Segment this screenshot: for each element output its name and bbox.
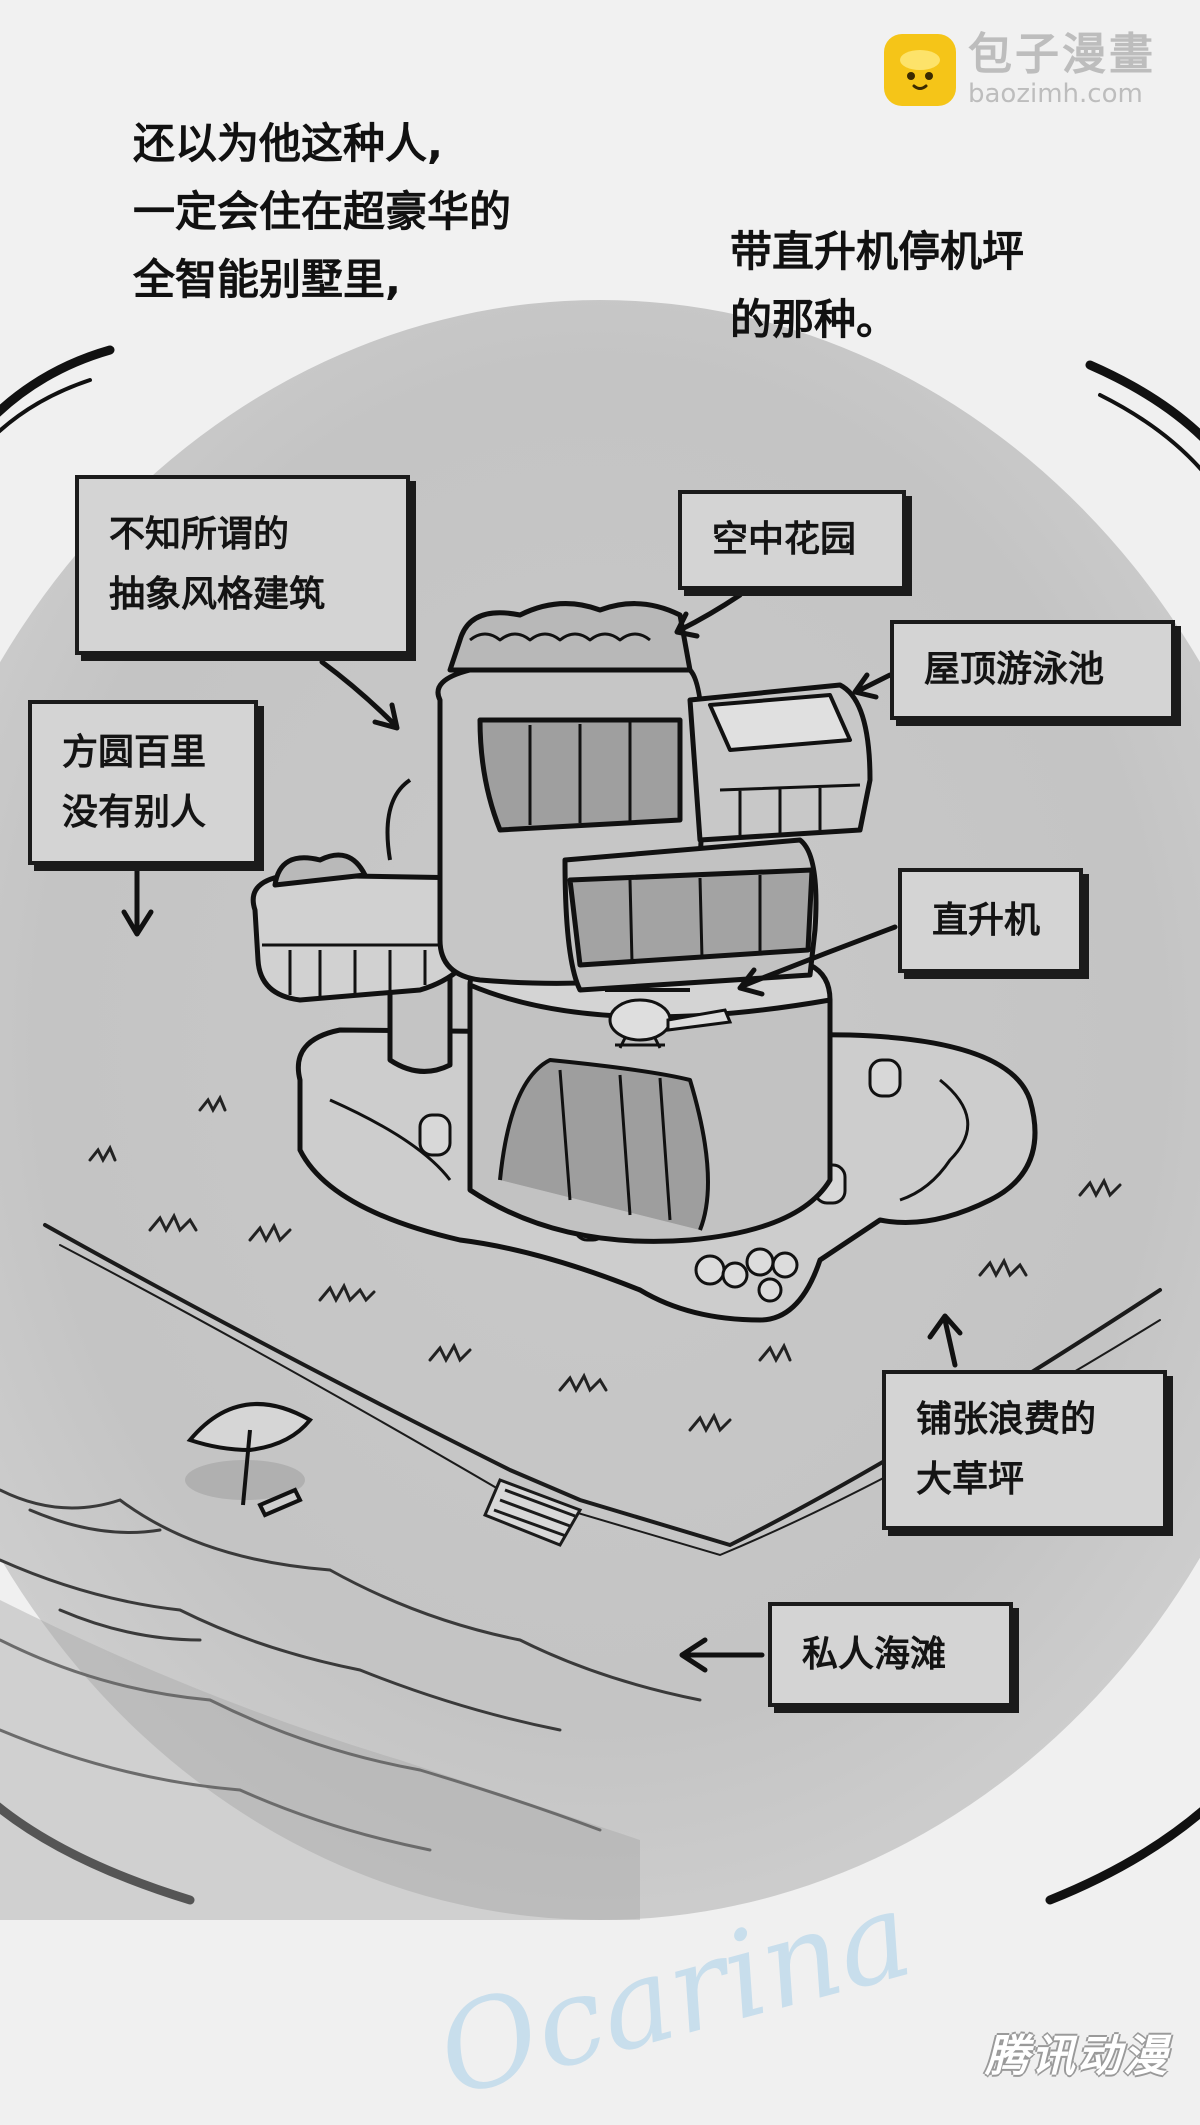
label-no-neighbors: 方圆百里 没有别人 bbox=[28, 700, 258, 865]
boardwalk bbox=[483, 1478, 583, 1547]
pool-block bbox=[687, 682, 873, 843]
helicopter-drawing bbox=[605, 988, 733, 1049]
label-text: 不知所谓的 bbox=[109, 514, 290, 555]
label-text: 直升机 bbox=[932, 899, 1041, 941]
label-abstract-architecture: 不知所谓的 抽象风格建筑 bbox=[75, 475, 410, 655]
narration-caption-right: 带直升机停机坪 的那种。 bbox=[730, 218, 1024, 354]
page-background bbox=[0, 0, 1200, 330]
narration-caption-left: 还以为他这种人, 一定会住在超豪华的 全智能别墅里, bbox=[133, 110, 511, 314]
logo-name: 包子漫畫 bbox=[968, 29, 1156, 80]
caption-line: 的那种。 bbox=[730, 295, 899, 344]
logo-url: baozimh.com bbox=[968, 79, 1143, 109]
label-text: 屋顶游泳池 bbox=[924, 649, 1105, 690]
label-text: 方圆百里 bbox=[62, 731, 207, 773]
site-logo: 包子漫畫 baozimh.com bbox=[884, 33, 1156, 107]
label-text: 抽象风格建筑 bbox=[109, 574, 326, 615]
caption-line: 一定会住在超豪华的 bbox=[133, 187, 512, 236]
label-sky-garden: 空中花园 bbox=[678, 490, 906, 590]
label-rooftop-pool: 屋顶游泳池 bbox=[890, 620, 1175, 720]
label-arrows bbox=[121, 592, 963, 1673]
label-helicopter: 直升机 bbox=[898, 868, 1083, 973]
left-balcony bbox=[250, 852, 486, 1074]
panel-border-arcs bbox=[0, 345, 1200, 1905]
beach-umbrella bbox=[185, 1402, 314, 1518]
label-private-beach: 私人海滩 bbox=[768, 1602, 1013, 1707]
sea-waves bbox=[0, 1488, 702, 1852]
caption-line: 还以为他这种人, bbox=[133, 119, 443, 168]
label-text: 空中花园 bbox=[712, 519, 857, 560]
label-text: 铺张浪费的 bbox=[916, 1399, 1097, 1440]
label-lawn: 铺张浪费的 大草坪 bbox=[882, 1370, 1167, 1530]
label-text: 私人海滩 bbox=[802, 1633, 947, 1675]
label-text: 没有别人 bbox=[62, 791, 207, 833]
caption-line: 全智能别墅里, bbox=[133, 255, 401, 304]
garden-bushes bbox=[694, 1247, 799, 1303]
label-text: 大草坪 bbox=[916, 1459, 1025, 1500]
bun-face-icon bbox=[884, 34, 956, 106]
caption-line: 带直升机停机坪 bbox=[730, 227, 1025, 276]
grass-tufts bbox=[88, 1094, 1122, 1434]
brand-watermark: 腾讯动漫 bbox=[985, 2031, 1169, 2082]
sea-shading bbox=[0, 1600, 640, 1920]
middle-block bbox=[562, 837, 819, 993]
